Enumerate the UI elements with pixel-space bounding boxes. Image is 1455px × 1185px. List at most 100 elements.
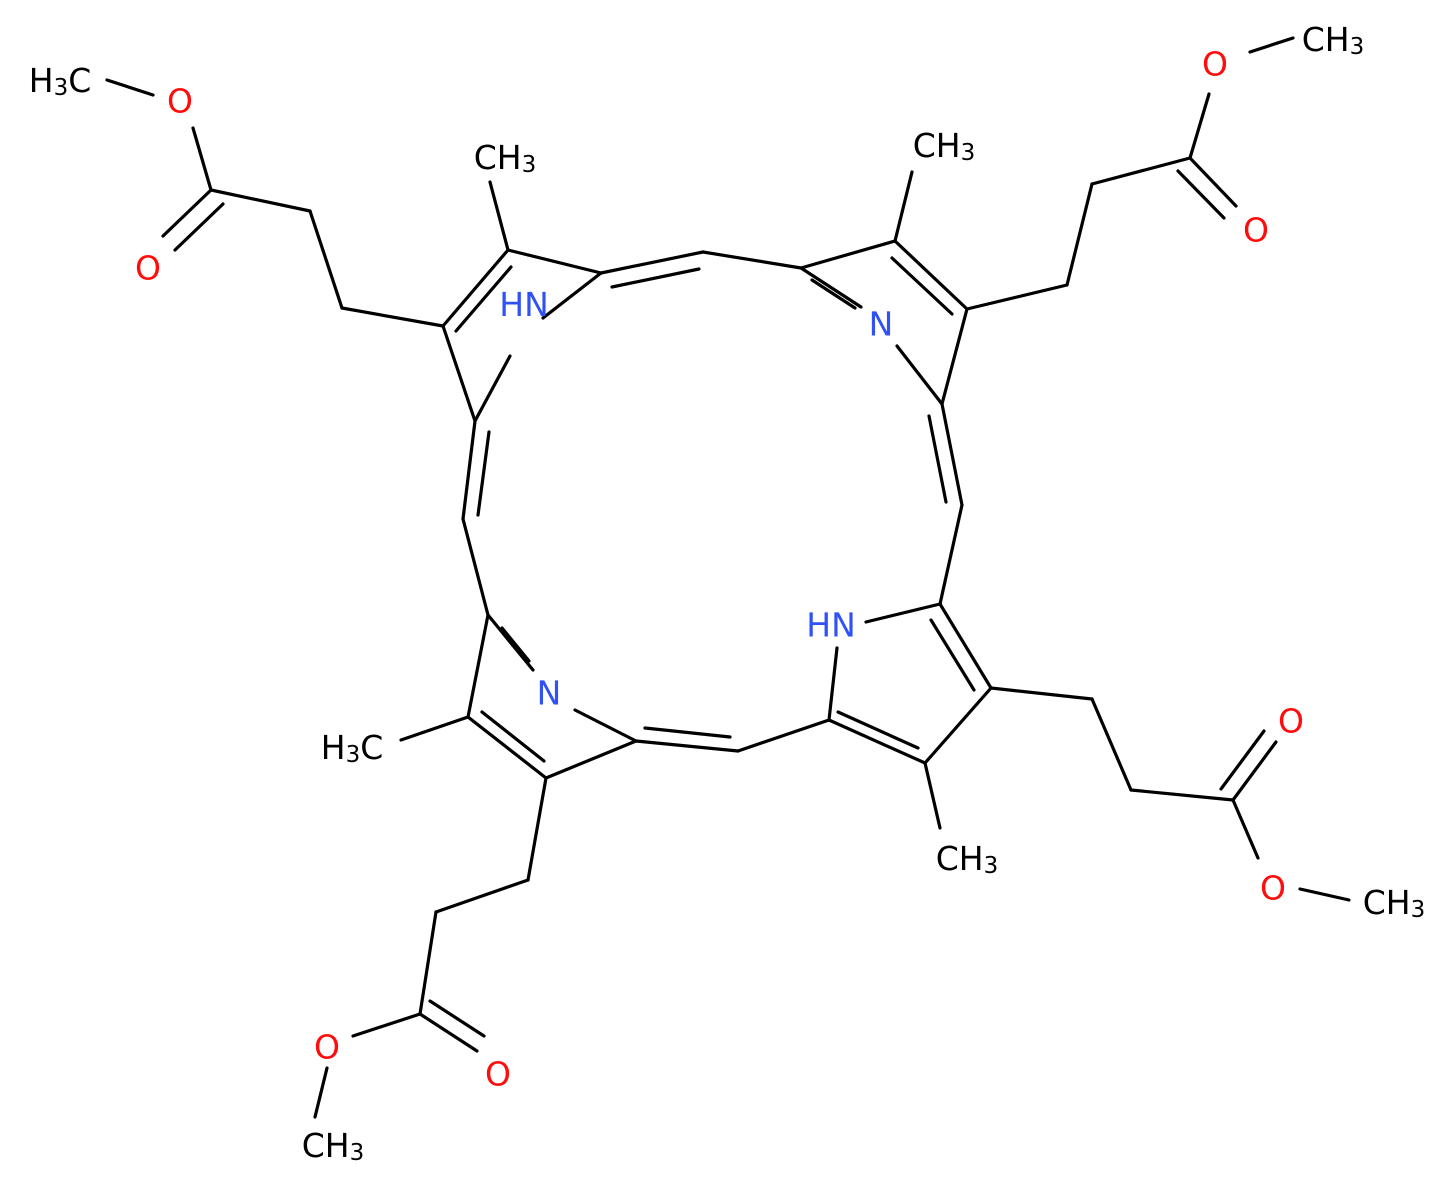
bond (476, 430, 491, 517)
oxygen-label: O (314, 1028, 340, 1067)
bond (473, 354, 512, 423)
nitrogen-label: N (869, 305, 894, 344)
bond (890, 256, 954, 316)
bond (441, 324, 477, 423)
oxygen-label: O (1202, 45, 1228, 84)
bond (929, 618, 976, 692)
bond (173, 202, 225, 252)
bond (938, 503, 964, 606)
label-text: CH (1302, 20, 1350, 59)
bond (1188, 156, 1238, 208)
bond (940, 307, 969, 406)
bond (895, 344, 944, 406)
bond (864, 602, 942, 624)
bond (923, 761, 942, 830)
label-text: CH (913, 126, 961, 165)
bond (161, 188, 213, 238)
bond-layer (105, 36, 1351, 1119)
bond (351, 1012, 422, 1038)
bond (799, 266, 863, 309)
label-subscript: 3 (346, 742, 361, 768)
bond (799, 239, 897, 270)
label-text: CH (474, 138, 522, 177)
bond (454, 265, 513, 333)
bond (1248, 36, 1295, 54)
bond (209, 188, 312, 213)
atom-label-layer: H3C O O CH3 HN CH3 N O O CH3 HN O O CH3 … (29, 20, 1426, 1167)
label-text: C (68, 61, 91, 100)
bond (1188, 92, 1211, 160)
bond (428, 999, 486, 1038)
label-text: CH (302, 1126, 350, 1165)
bond (313, 1066, 329, 1119)
nitrogen-label: HN (499, 285, 549, 324)
bond (105, 78, 155, 97)
label-subscript: 3 (54, 75, 69, 101)
bond (810, 278, 857, 310)
bond (634, 739, 740, 753)
bond (526, 776, 548, 882)
bond (893, 170, 914, 243)
bond (541, 271, 603, 320)
oxygen-label: O (1278, 702, 1304, 741)
label-text: C (360, 728, 383, 767)
bond (466, 613, 490, 719)
bond (940, 402, 964, 507)
bond (701, 250, 803, 270)
bond (399, 715, 470, 742)
label-subscript: 3 (1411, 897, 1426, 923)
bond (827, 718, 927, 765)
bond (500, 626, 531, 663)
oxygen-label: O (135, 249, 161, 288)
bond (1298, 887, 1351, 902)
bond (308, 209, 344, 310)
bond (506, 248, 603, 275)
methyl-label: CH3 (1302, 20, 1365, 61)
bond (441, 248, 510, 328)
bond (191, 126, 213, 192)
bond (938, 602, 993, 690)
bond (610, 267, 701, 289)
label-text: H (29, 61, 54, 100)
label-text: H (321, 728, 346, 767)
bond (927, 414, 948, 504)
bond (1219, 729, 1266, 791)
bond (599, 250, 705, 275)
methyl-label: CH3 (1363, 883, 1426, 924)
oxygen-label: O (167, 82, 193, 121)
methyl-label: CH3 (936, 839, 999, 880)
methyl-label: CH3 (913, 126, 976, 167)
bond (893, 239, 969, 311)
bond (573, 708, 638, 743)
nitrogen-label: N (537, 674, 562, 713)
bond (736, 718, 831, 753)
bond (1090, 156, 1192, 186)
bond (486, 613, 535, 672)
label-text: CH (936, 839, 984, 878)
bond (1090, 697, 1133, 792)
methyl-label: H3C (29, 61, 92, 102)
label-subscript: 3 (984, 853, 999, 879)
oxygen-label: O (1260, 869, 1286, 908)
methyl-label: CH3 (474, 138, 537, 179)
bond (466, 715, 548, 780)
label-subscript: 3 (350, 1140, 365, 1166)
bond (965, 283, 1069, 311)
bond (827, 646, 839, 722)
label-text: CH (1363, 883, 1411, 922)
label-subscript: 3 (522, 152, 537, 178)
bond (836, 710, 920, 750)
bond (1176, 169, 1226, 220)
bond (1231, 740, 1278, 802)
label-text: HN (499, 285, 549, 324)
methyl-label: H3C (321, 728, 384, 769)
bond (480, 710, 546, 763)
bond (461, 517, 490, 617)
bond (434, 878, 530, 914)
bond (544, 739, 638, 780)
nitrogen-label: HN (806, 606, 856, 645)
oxygen-label: O (1243, 211, 1269, 250)
methyl-label: CH3 (302, 1126, 365, 1167)
bond (418, 1012, 479, 1053)
